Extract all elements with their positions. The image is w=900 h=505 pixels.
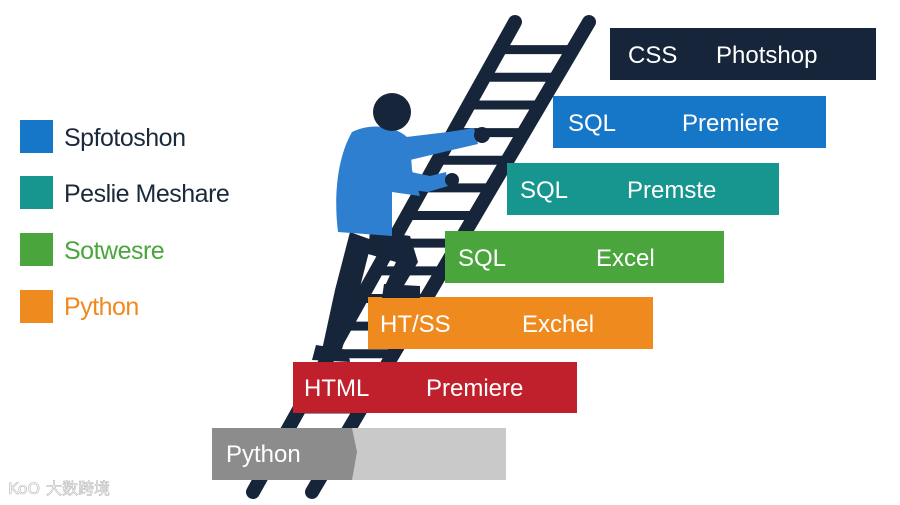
step-bar bbox=[445, 231, 724, 283]
person-shoe-back bbox=[312, 345, 350, 362]
person-arm-lower bbox=[392, 168, 448, 192]
step-left-label: SQL bbox=[520, 177, 568, 204]
step-right-label: Premiere bbox=[426, 375, 523, 402]
step-sql-premste: SQL Premste bbox=[507, 163, 779, 215]
step-htss-exchel: HT/SS Exchel bbox=[368, 297, 653, 349]
person-hand-upper bbox=[474, 127, 490, 143]
step-right-label: Exchel bbox=[522, 311, 594, 338]
step-left-label: Python bbox=[226, 441, 301, 468]
step-left-label: SQL bbox=[458, 245, 506, 272]
step-sql-premiere: SQL Premiere bbox=[553, 96, 826, 148]
legend: Spfotoshon Peslie Meshare Sotwesre Pytho… bbox=[20, 120, 230, 323]
step-bar bbox=[507, 163, 779, 215]
legend-label: Python bbox=[64, 293, 139, 321]
step-html-premiere: HTML Premiere bbox=[293, 362, 577, 413]
person-hand-lower bbox=[445, 173, 459, 187]
climbing-person-figure bbox=[312, 93, 490, 362]
watermark: KoO 大数跨境 bbox=[8, 479, 111, 499]
step-python: Python bbox=[212, 428, 506, 480]
step-css-photoshop: CSS Photshop bbox=[610, 28, 876, 80]
legend-label: Sotwesre bbox=[64, 237, 164, 265]
step-bar bbox=[553, 96, 826, 148]
legend-item-spfotoshon: Spfotoshon bbox=[20, 120, 186, 153]
person-shoe-front bbox=[382, 284, 420, 298]
step-left-label: CSS bbox=[628, 42, 677, 69]
step-left-label: HT/SS bbox=[380, 311, 451, 338]
person-leg-front bbox=[368, 230, 418, 292]
step-right-label: Excel bbox=[596, 245, 655, 272]
legend-item-peslie-meshare: Peslie Meshare bbox=[20, 176, 230, 209]
step-bar bbox=[293, 362, 577, 413]
person-leg-back bbox=[322, 232, 372, 356]
legend-swatch bbox=[20, 176, 53, 209]
legend-label: Spfotoshon bbox=[64, 124, 186, 152]
legend-swatch bbox=[20, 120, 53, 153]
step-right-label: Photshop bbox=[716, 42, 817, 69]
legend-item-python: Python bbox=[20, 290, 139, 323]
step-left-label: SQL bbox=[568, 110, 616, 137]
step-bar bbox=[368, 297, 653, 349]
step-right-label: Premste bbox=[627, 177, 716, 204]
watermark-logo: KoO bbox=[8, 479, 40, 498]
legend-swatch bbox=[20, 290, 53, 323]
person-shirt bbox=[336, 126, 420, 236]
legend-item-sotwesre: Sotwesre bbox=[20, 233, 165, 266]
step-right-label: Premiere bbox=[682, 110, 779, 137]
skill-steps: CSS Photshop SQL Premiere SQL Premste SQ… bbox=[212, 28, 876, 480]
person-head bbox=[373, 93, 411, 131]
legend-swatch bbox=[20, 233, 53, 266]
step-bar bbox=[610, 28, 876, 80]
step-bar bbox=[212, 428, 357, 480]
step-sql-excel: SQL Excel bbox=[445, 231, 724, 283]
legend-label: Peslie Meshare bbox=[64, 180, 229, 208]
watermark-text: 大数跨境 bbox=[46, 479, 110, 498]
step-bar-tail bbox=[330, 428, 506, 480]
person-arm-upper bbox=[398, 128, 478, 160]
step-left-label: HTML bbox=[304, 375, 369, 402]
